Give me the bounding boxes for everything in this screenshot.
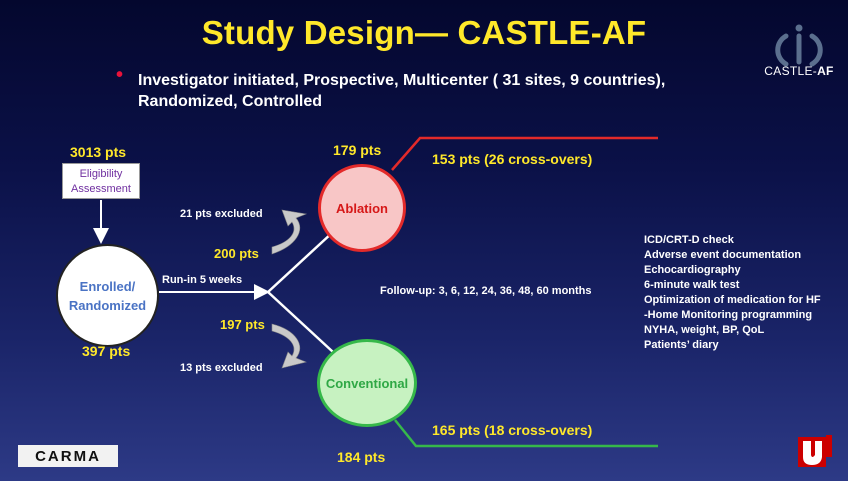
university-u-logo-icon [798, 435, 832, 467]
enrolled-count: 397 pts [82, 343, 131, 359]
line-ablation-followup [391, 136, 658, 171]
line-branch-to-conventional [267, 291, 334, 353]
conventional-circle: Conventional [317, 339, 417, 427]
bullet-line-1: Investigator initiated, Prospective, Mul… [138, 72, 666, 89]
ablation-excluded: 21 pts excluded [180, 208, 263, 220]
exclusion-arrow-ablation [271, 209, 308, 255]
outcome-item: Patients’ diary [644, 339, 719, 351]
outcome-item: Adverse event documentation [644, 249, 802, 261]
conventional-label: Conventional [325, 375, 409, 391]
ablation-remaining: 200 pts [214, 246, 259, 261]
line-branch-to-ablation [267, 231, 334, 293]
outcome-item: -Home Monitoring programming [644, 309, 813, 321]
enrolled-line-2: Randomized [68, 297, 147, 313]
outcome-item: Echocardiography [644, 264, 741, 276]
ablation-label: Ablation [336, 200, 388, 216]
followup-label: Follow-up: 3, 6, 12, 24, 36, 48, 60 mont… [380, 285, 592, 297]
conventional-crossovers: 165 pts (18 cross-overs) [432, 422, 593, 438]
screening-count: 3013 pts [70, 144, 127, 160]
castle-af-logo-icon [775, 24, 823, 67]
carma-logo-text: CARMA [35, 447, 101, 465]
ablation-crossovers: 153 pts (26 cross-overs) [432, 151, 593, 167]
carma-logo: CARMA [18, 445, 118, 467]
exclusion-arrow-conventional [271, 323, 307, 369]
eligibility-box: Eligibility Assessment [62, 163, 140, 199]
enrolled-circle: Enrolled/ Randomized [56, 244, 159, 347]
eligibility-line-1: Eligibility [79, 167, 123, 180]
conventional-excluded: 13 pts excluded [180, 362, 263, 374]
eligibility-line-2: Assessment [71, 182, 131, 195]
bullet-line-2: Randomized, Controlled [138, 93, 322, 110]
line-conventional-followup [394, 419, 658, 448]
outcome-item: ICD/CRT-D check [644, 234, 734, 246]
outcome-list: ICD/CRT-D check Adverse event documentat… [644, 233, 821, 353]
slide-title: Study Design— CASTLE-AF [201, 14, 647, 51]
bullet-text: Investigator initiated, Prospective, Mul… [138, 70, 738, 112]
conventional-remaining: 197 pts [220, 317, 265, 332]
logo-prefix: CASTLE- [764, 64, 818, 78]
ablation-circle: Ablation [318, 164, 406, 252]
outcome-item: NYHA, weight, BP, QoL [644, 324, 765, 336]
conventional-count: 184 pts [337, 449, 386, 465]
castle-af-logo-text: CASTLE-AF [758, 64, 840, 78]
enrolled-line-1: Enrolled/ [79, 278, 136, 294]
bullet-marker: • [116, 64, 124, 86]
logo-suffix: AF [817, 64, 834, 78]
outcome-item: Optimization of medication for HF [644, 294, 821, 306]
outcome-item: 6-minute walk test [644, 279, 740, 291]
ablation-count: 179 pts [333, 142, 382, 158]
runin-label: Run-in 5 weeks [162, 274, 243, 286]
